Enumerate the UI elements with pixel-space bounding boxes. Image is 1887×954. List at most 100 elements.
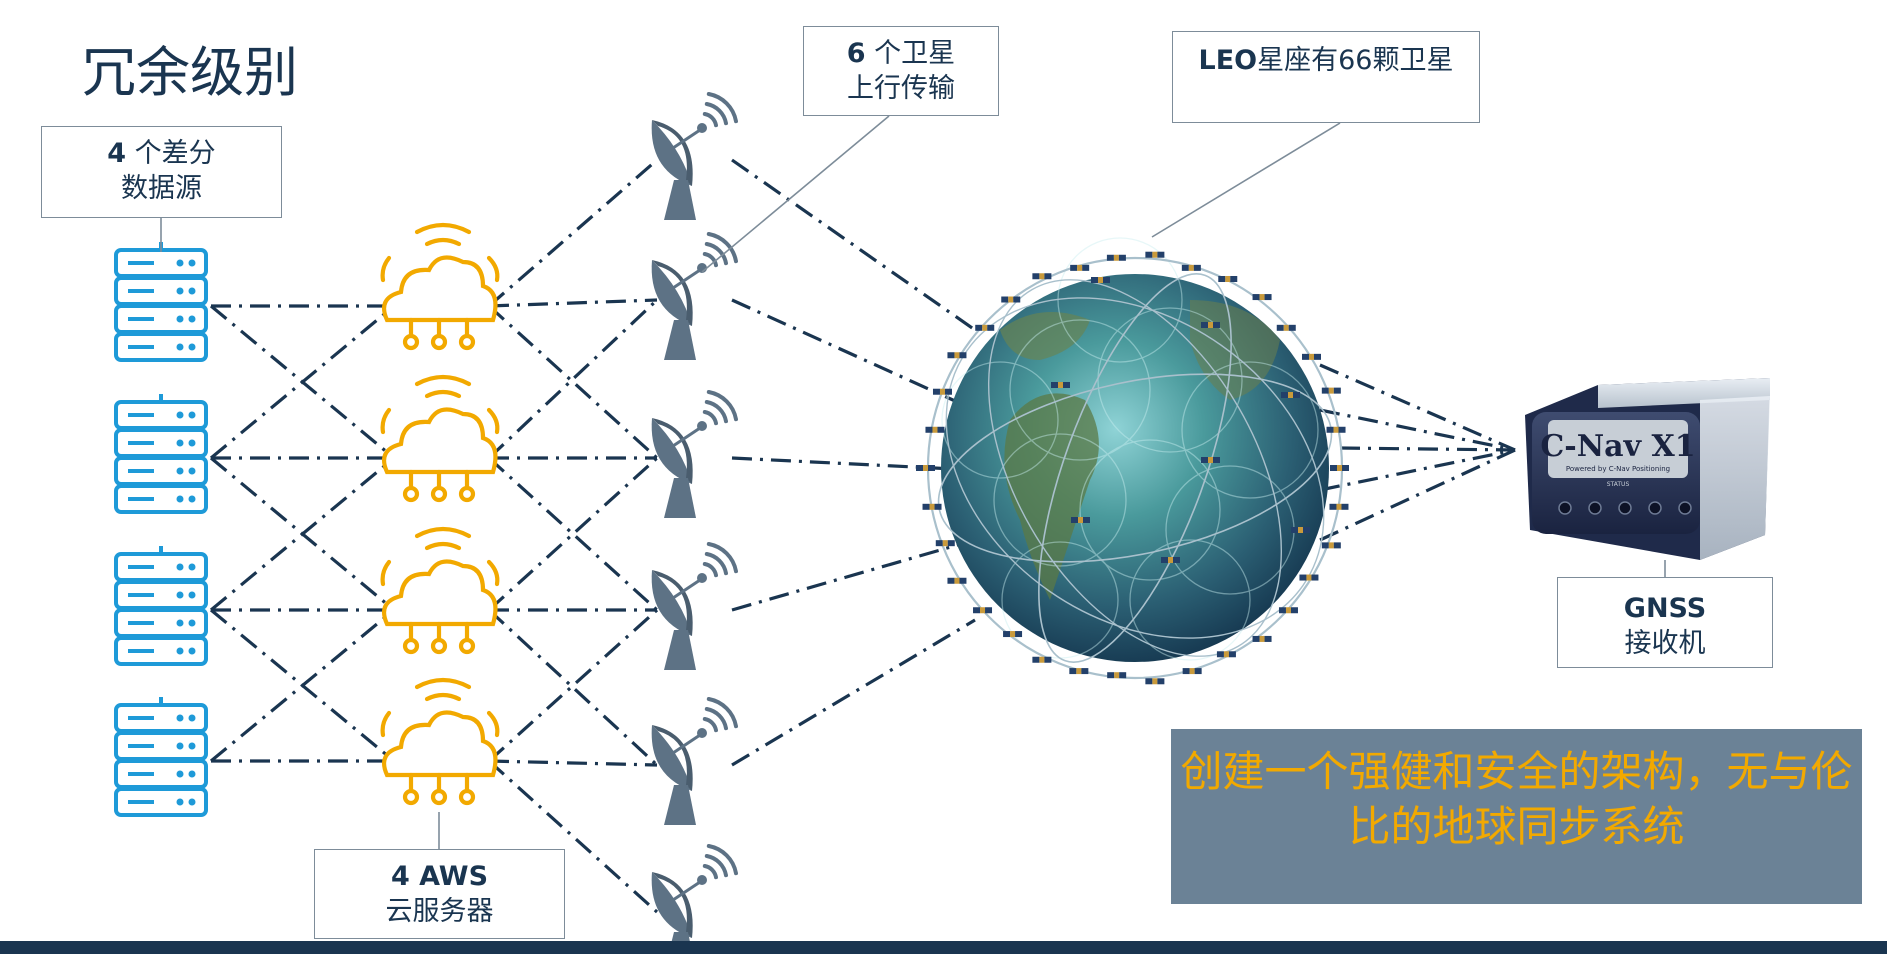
satellite-icon	[1145, 678, 1165, 685]
leo-label: 星座有66颗卫星	[1257, 45, 1454, 76]
globe-receiver-link	[1339, 446, 1516, 452]
uplink-unit: 个卫星	[865, 38, 956, 69]
globe-receiver-link	[1319, 448, 1516, 492]
footer-bar	[0, 941, 1887, 954]
cloud-dish-link	[488, 298, 658, 308]
satellite-icon	[1003, 631, 1023, 638]
cloud-dish-link	[487, 608, 659, 767]
leo-leader	[1151, 122, 1341, 238]
receiver-sublabel: Powered by C-Nav Positioning	[1566, 465, 1670, 473]
earth-globe-icon	[916, 237, 1349, 685]
satellite-icon	[1032, 273, 1052, 280]
uplink-label: 上行传输	[847, 72, 955, 104]
satellite-icon	[1051, 382, 1070, 388]
dish-globe-link	[731, 298, 976, 412]
cloud-network-icon	[380, 222, 500, 351]
server-rack-icon	[114, 546, 208, 666]
satellite-dish-icon	[651, 844, 738, 954]
satellite-icon	[1216, 651, 1236, 658]
satellite-icon	[947, 577, 967, 584]
cloud-column	[380, 222, 500, 806]
satellite-icon	[1106, 254, 1126, 261]
gnss-title: GNSS	[1623, 593, 1707, 624]
leo-callout: LEO星座有66颗卫星	[1172, 31, 1480, 123]
satellite-icon	[1181, 264, 1201, 271]
globe-receiver-link	[1319, 448, 1516, 542]
satellite-icon	[1278, 607, 1298, 614]
cloud-dish-link	[487, 298, 659, 460]
satellite-dish-icon	[651, 232, 738, 360]
diff-sources-label: 数据源	[121, 172, 202, 204]
diff-sources-count: 4	[107, 138, 127, 169]
satellite-icon	[935, 540, 955, 547]
dish-globe-link	[731, 538, 976, 612]
server-cloud-link	[209, 304, 396, 460]
server-cloud-link	[209, 608, 396, 763]
cloud-dish-link	[488, 759, 658, 767]
satellite-icon	[1069, 668, 1089, 675]
satellite-icon	[1182, 668, 1202, 675]
globe-receiver-link	[1319, 363, 1516, 452]
dish-column	[651, 92, 738, 954]
aws-title: 4 AWS	[390, 861, 489, 892]
satellite-icon	[916, 465, 935, 471]
gnss-receiver-icon: C-Nav X1 Powered by C-Nav Positioning ST…	[1525, 378, 1770, 578]
gnss-label: 接收机	[1624, 627, 1706, 659]
server-rack-icon	[114, 242, 208, 362]
aws-label: 云服务器	[385, 895, 494, 927]
cloud-dish-link	[487, 608, 659, 763]
leo-prefix: LEO	[1198, 45, 1258, 76]
satellite-icon	[1299, 574, 1319, 581]
server-rack-icon	[114, 394, 208, 514]
cloud-network-icon	[380, 374, 500, 503]
satellite-icon	[1001, 296, 1021, 303]
satellite-dish-icon	[651, 697, 738, 825]
slogan-banner: 创建一个强健和安全的架构，无与伦比的地球同步系统	[1171, 729, 1862, 904]
satellite-icon	[1291, 527, 1310, 533]
satellite-icon	[975, 324, 995, 331]
satellite-dish-icon	[651, 92, 738, 220]
satellite-icon	[932, 388, 952, 395]
receiver-brand-label: C-Nav X1	[1540, 429, 1695, 464]
satellite-dish-icon	[651, 542, 738, 670]
server-column	[114, 242, 208, 817]
satellite-icon	[1329, 503, 1349, 510]
satellite-icon	[1201, 322, 1220, 328]
satellite-icon	[1091, 277, 1110, 283]
satellite-icon	[1107, 672, 1127, 679]
satellite-icon	[1301, 353, 1321, 360]
satellite-icon	[1281, 392, 1300, 398]
satellite-dish-icon	[651, 390, 738, 518]
satellite-icon	[1276, 324, 1296, 331]
satellite-icon	[1032, 656, 1052, 663]
dish-globe-link	[731, 158, 976, 332]
uplink-callout: 6 个卫星 上行传输	[803, 26, 999, 116]
satellite-icon	[1218, 275, 1238, 282]
diff-sources-callout: 4 个差分 数据源	[41, 126, 282, 218]
satellite-icon	[1321, 542, 1341, 549]
cloud-network-icon	[380, 526, 500, 655]
satellite-icon	[1252, 635, 1272, 642]
cloud-network-icon	[380, 677, 500, 806]
satellite-icon	[1252, 294, 1272, 301]
cloud-dish-link	[487, 456, 659, 612]
satellite-icon	[947, 352, 967, 359]
cloud-dish-link	[487, 158, 659, 308]
page-title: 冗余级别	[82, 41, 298, 104]
cloud-dish-link	[487, 456, 659, 612]
satellite-icon	[1201, 457, 1220, 463]
globe-receiver-link	[1319, 408, 1516, 452]
uplink-leader	[701, 115, 890, 273]
cloud-dish-link	[487, 304, 659, 460]
dish-globe-link	[731, 618, 976, 767]
satellite-icon	[1161, 557, 1180, 563]
satellite-icon	[925, 426, 945, 433]
satellite-icon	[1321, 387, 1341, 394]
satellite-icon	[1145, 251, 1165, 258]
satellite-icon	[1330, 465, 1349, 471]
gnss-callout: GNSS 接收机	[1557, 577, 1773, 668]
satellite-icon	[1071, 517, 1090, 523]
satellite-icon	[973, 607, 993, 614]
